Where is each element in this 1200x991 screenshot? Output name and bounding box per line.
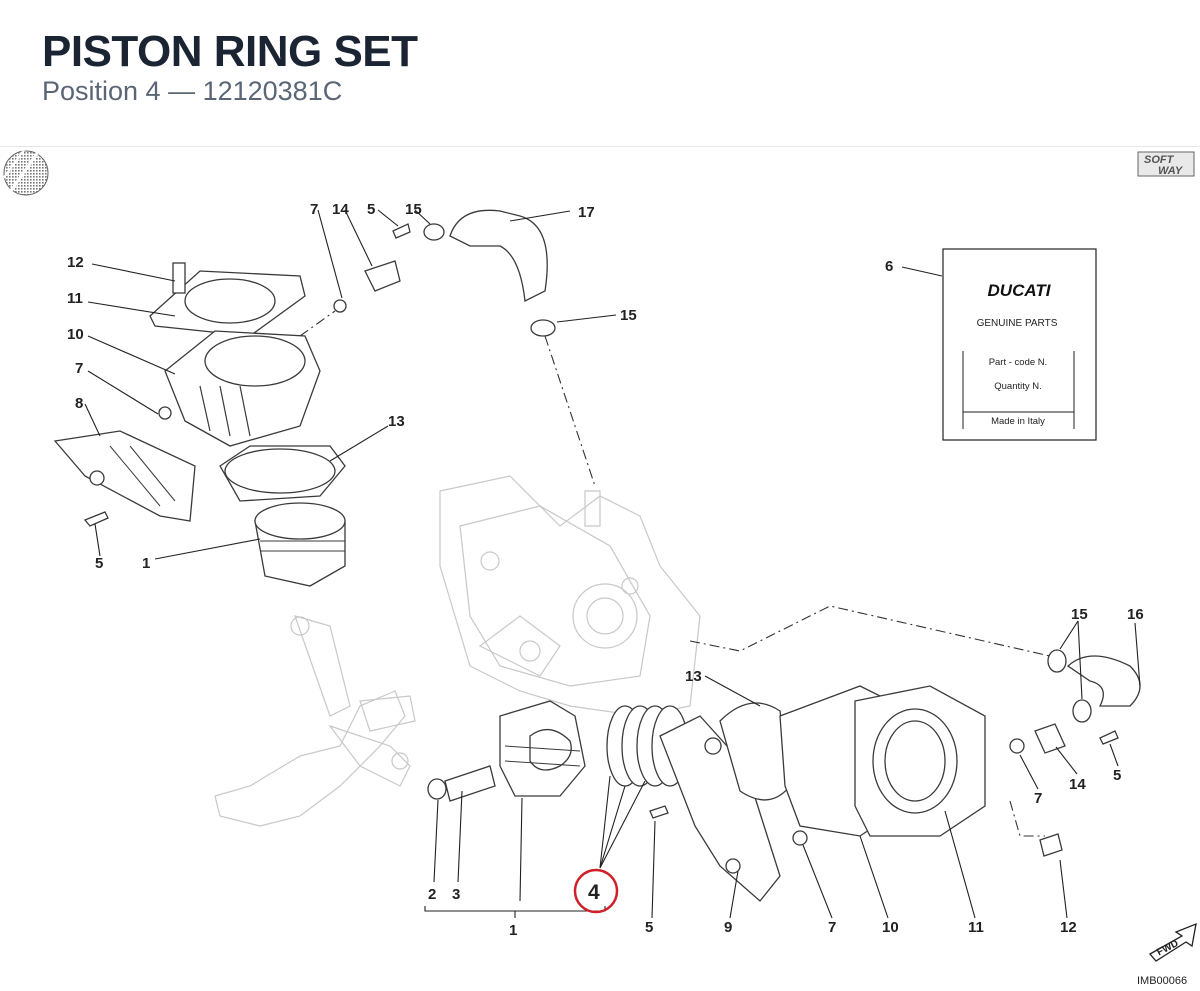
callout-15: 15 [1071,606,1088,623]
image-code: IMB00066 [1137,975,1187,987]
callout-12: 12 [1060,919,1077,936]
genuine-parts-box: DUCATI GENUINE PARTS Part - code N. Quan… [942,248,1097,441]
fwd-arrow-icon: FWD [1148,922,1197,962]
callout-1: 1 [142,555,150,572]
callout-labels: 7 14 5 15 17 12 11 10 7 8 13 5 1 15 6 15… [67,201,1144,939]
logo-line1: SOFT [1144,154,1175,166]
callout-11: 11 [67,290,83,307]
highlight-circle [573,868,619,914]
callout-8: 8 [75,395,83,412]
callout-2: 2 [428,886,436,903]
callout-5: 5 [95,555,103,572]
callout-10: 10 [67,326,84,343]
callout-15: 15 [620,307,637,324]
hatched-disc-icon [1,149,49,196]
softway-logo: SOFT WAY [1137,151,1195,177]
fwd-label: FWD [1155,938,1180,958]
leader-lines [84,209,1141,919]
callout-7: 7 [310,201,318,218]
exploded-parts-diagram: SOFT WAY DUCATI GENUINE PARTS Part - cod… [1,149,1197,987]
callout-15: 15 [405,201,422,218]
callout-4-highlighted: 4 [588,881,600,904]
front-cylinder-group [427,649,1141,902]
page-subtitle: Position 4 — 12120381C [42,76,343,106]
box-brand: DUCATI [988,281,1052,300]
callout-16: 16 [1127,606,1144,623]
callout-1: 1 [509,922,517,939]
box-made-in: Made in Italy [991,416,1045,427]
rear-cylinder-group [53,209,556,587]
callout-13: 13 [388,413,405,430]
callout-5: 5 [1113,767,1121,784]
callout-5: 5 [645,919,653,936]
callout-10: 10 [882,919,899,936]
box-quantity: Quantity N. [994,381,1042,392]
callout-13: 13 [685,668,702,685]
callout-3: 3 [452,886,460,903]
callout-12: 12 [67,254,84,271]
callout-7: 7 [1034,790,1042,807]
crankshaft-outline [214,615,416,827]
callout-17: 17 [578,204,595,221]
crankcase-outline [439,475,701,717]
logo-line2: WAY [1158,165,1184,177]
callout-14: 14 [1069,776,1086,793]
callout-7: 7 [75,360,83,377]
page-title: PISTON RING SET [42,27,418,76]
callout-5: 5 [367,201,375,218]
callout-14: 14 [332,201,349,218]
callout-6: 6 [885,258,893,275]
callout-7: 7 [828,919,836,936]
callout-9: 9 [724,919,732,936]
header: PISTON RING SET Position 4 — 12120381C [0,0,1200,147]
assembly-lines [299,310,1051,837]
box-genuine: GENUINE PARTS [977,318,1058,329]
piston-ring-set [606,705,689,787]
box-part-code: Part - code N. [989,357,1048,368]
callout-11: 11 [968,919,984,936]
